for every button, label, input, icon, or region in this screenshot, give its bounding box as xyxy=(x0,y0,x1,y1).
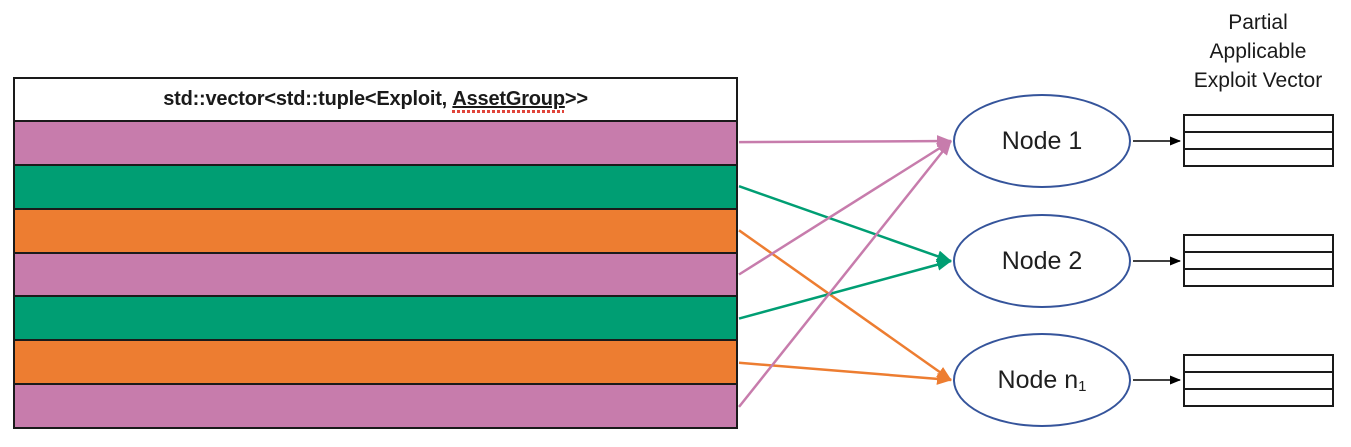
partial-vector-table xyxy=(1183,354,1334,407)
partial-vector-row xyxy=(1185,356,1332,371)
output-vector-label-line: Partial xyxy=(1228,11,1288,34)
node-label: Node 1 xyxy=(1001,126,1083,155)
exploit-vector-table: std::vector<std::tuple<Exploit, AssetGro… xyxy=(13,77,738,429)
title-prefix: std::vector<std::tuple<Exploit, xyxy=(163,88,453,110)
vector-table-title: std::vector<std::tuple<Exploit, AssetGro… xyxy=(15,79,736,122)
graph-node-2: Node 2 xyxy=(953,214,1131,308)
graph-node-1: Node 1 xyxy=(953,94,1131,188)
node-label: Node 2 xyxy=(1001,246,1083,275)
partial-vector-row xyxy=(1185,388,1332,405)
title-suffix: >> xyxy=(564,88,588,110)
mapping-arrow-green xyxy=(738,258,952,320)
mapping-arrow-orange xyxy=(738,361,952,385)
partial-vector-row xyxy=(1185,236,1332,251)
mapping-arrow-pink xyxy=(738,140,952,408)
output-vector-label-line: Exploit Vector xyxy=(1193,69,1323,92)
mapping-arrow-orange xyxy=(738,229,952,382)
node-label: Node n xyxy=(997,365,1079,394)
mapping-arrow-pink xyxy=(738,139,952,276)
node-label-subscript: 1 xyxy=(1078,377,1087,395)
vector-row-orange xyxy=(15,207,736,252)
vector-row-pink xyxy=(15,383,736,428)
mapping-arrow-green xyxy=(738,185,952,263)
partial-vector-row xyxy=(1185,148,1332,165)
vector-rows xyxy=(15,122,736,428)
partial-vector-row xyxy=(1185,251,1332,268)
partial-vector-row xyxy=(1185,371,1332,388)
vector-row-green xyxy=(15,295,736,340)
partial-vector-table xyxy=(1183,114,1334,167)
vector-row-pink xyxy=(15,122,736,164)
partial-vector-row xyxy=(1185,116,1332,131)
vector-row-orange xyxy=(15,339,736,384)
title-misspelled-word: AssetGroup xyxy=(452,88,565,113)
output-vector-label: Partial Applicable Exploit Vector xyxy=(1173,8,1343,95)
partial-vector-row xyxy=(1185,268,1332,285)
mapping-arrow-pink xyxy=(738,135,952,148)
partial-vector-row xyxy=(1185,131,1332,148)
output-vector-label-line: Applicable xyxy=(1209,40,1307,63)
partial-vector-table xyxy=(1183,234,1334,287)
vector-row-green xyxy=(15,163,736,208)
vector-row-pink xyxy=(15,251,736,296)
